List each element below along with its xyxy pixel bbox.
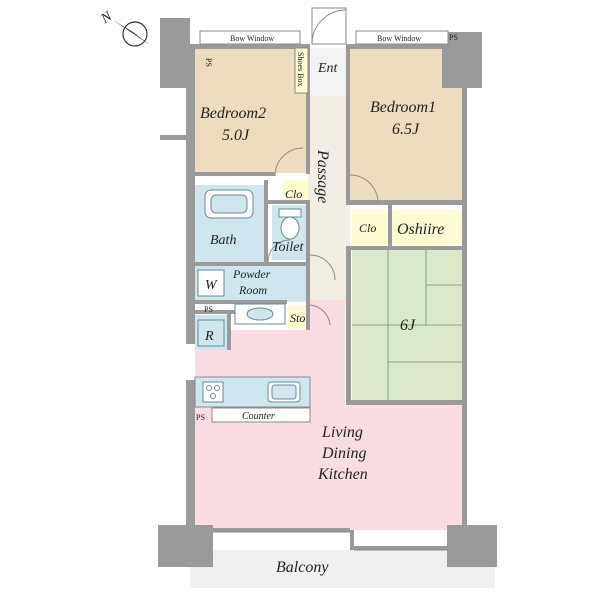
bow-window-left-label: Bow Window <box>230 34 274 43</box>
bedroom2-size: 5.0J <box>222 127 250 144</box>
passage-floor <box>308 95 350 305</box>
closet-a-label: Clo <box>285 187 302 201</box>
shoes-box <box>294 47 309 94</box>
compass: N <box>98 9 150 47</box>
balcony-floor <box>190 550 495 588</box>
toilet-icon <box>278 208 302 240</box>
fridge-box <box>197 319 225 347</box>
storage-floor <box>288 305 310 329</box>
oshiire-label: Oshiire <box>397 221 444 238</box>
washer-box <box>197 269 225 297</box>
kitchen-counter <box>194 376 311 423</box>
compass-label: N <box>98 9 116 28</box>
ldk-label-3: Kitchen <box>317 466 368 483</box>
washer-label: W <box>205 278 218 293</box>
ps-label-4: PS <box>196 413 205 422</box>
walls <box>158 18 497 567</box>
tatami-size-label: 6J <box>400 317 416 334</box>
refrigerator-label: R <box>204 329 214 344</box>
bow-windows <box>199 30 449 45</box>
bedroom2-name: Bedroom2 <box>200 105 266 122</box>
counter-label: Counter <box>242 411 275 422</box>
passage-label: Passage <box>314 149 331 203</box>
closet-b-floor <box>352 210 388 246</box>
ldk-label-1: Living <box>321 424 363 441</box>
entrance-label: Ent <box>317 61 339 76</box>
oshiire-floor <box>392 210 464 246</box>
shoes-box-label: Shoes Box <box>296 52 305 86</box>
door-swings <box>267 147 379 326</box>
bedroom2-floor <box>195 48 308 173</box>
balcony-windows <box>213 531 447 551</box>
bow-window-right-label: Bow Window <box>377 34 421 43</box>
labels: Bow Window Bow Window PS PS PS PS Bedroo… <box>196 33 458 576</box>
washbasin-icon <box>234 303 286 325</box>
balcony-label: Balcony <box>276 559 329 576</box>
tatami-mats <box>352 250 464 400</box>
entrance-door <box>311 7 347 45</box>
storage-label: Sto <box>290 311 305 325</box>
bedroom1-name: Bedroom1 <box>370 99 436 116</box>
entrance-floor <box>310 48 350 95</box>
bath-label: Bath <box>210 233 236 248</box>
toilet-label: Toilet <box>272 240 304 255</box>
ps-label-1: PS <box>449 33 458 42</box>
bathtub-icon <box>204 189 254 219</box>
closet-b-label: Clo <box>359 221 376 235</box>
ps-label-3: PS <box>204 305 213 314</box>
north-arrow-icon <box>113 20 150 45</box>
powder-room-label-1: Powder <box>232 267 271 281</box>
bedroom1-size: 6.5J <box>392 121 420 138</box>
ldk-floor <box>195 300 464 530</box>
ldk-label-2: Dining <box>321 445 366 462</box>
powder-room-label-2: Room <box>238 283 267 297</box>
ps-label-2: PS <box>204 58 213 67</box>
